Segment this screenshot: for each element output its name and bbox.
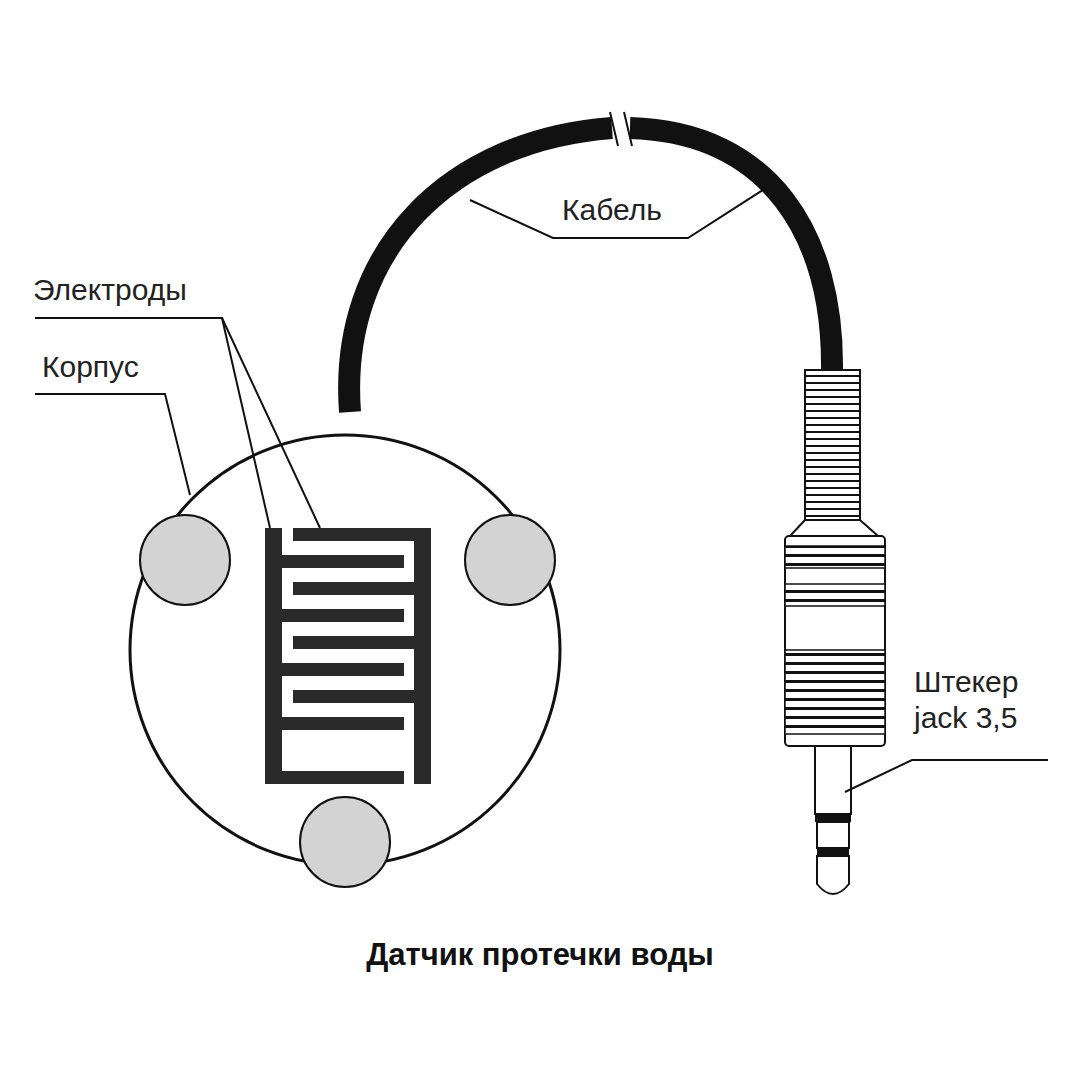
caption: Датчик протечки воды [0, 936, 1080, 974]
jack-plug [785, 370, 885, 894]
part-label: Штекер jack 3,5 [914, 664, 1044, 736]
leader-lines [35, 188, 1048, 792]
cable [349, 112, 832, 412]
electrodes [265, 528, 431, 784]
part-label: Кабель [562, 192, 662, 228]
feet [140, 515, 555, 887]
part-label: Корпус [42, 349, 139, 385]
part-label: Электроды [33, 272, 187, 308]
